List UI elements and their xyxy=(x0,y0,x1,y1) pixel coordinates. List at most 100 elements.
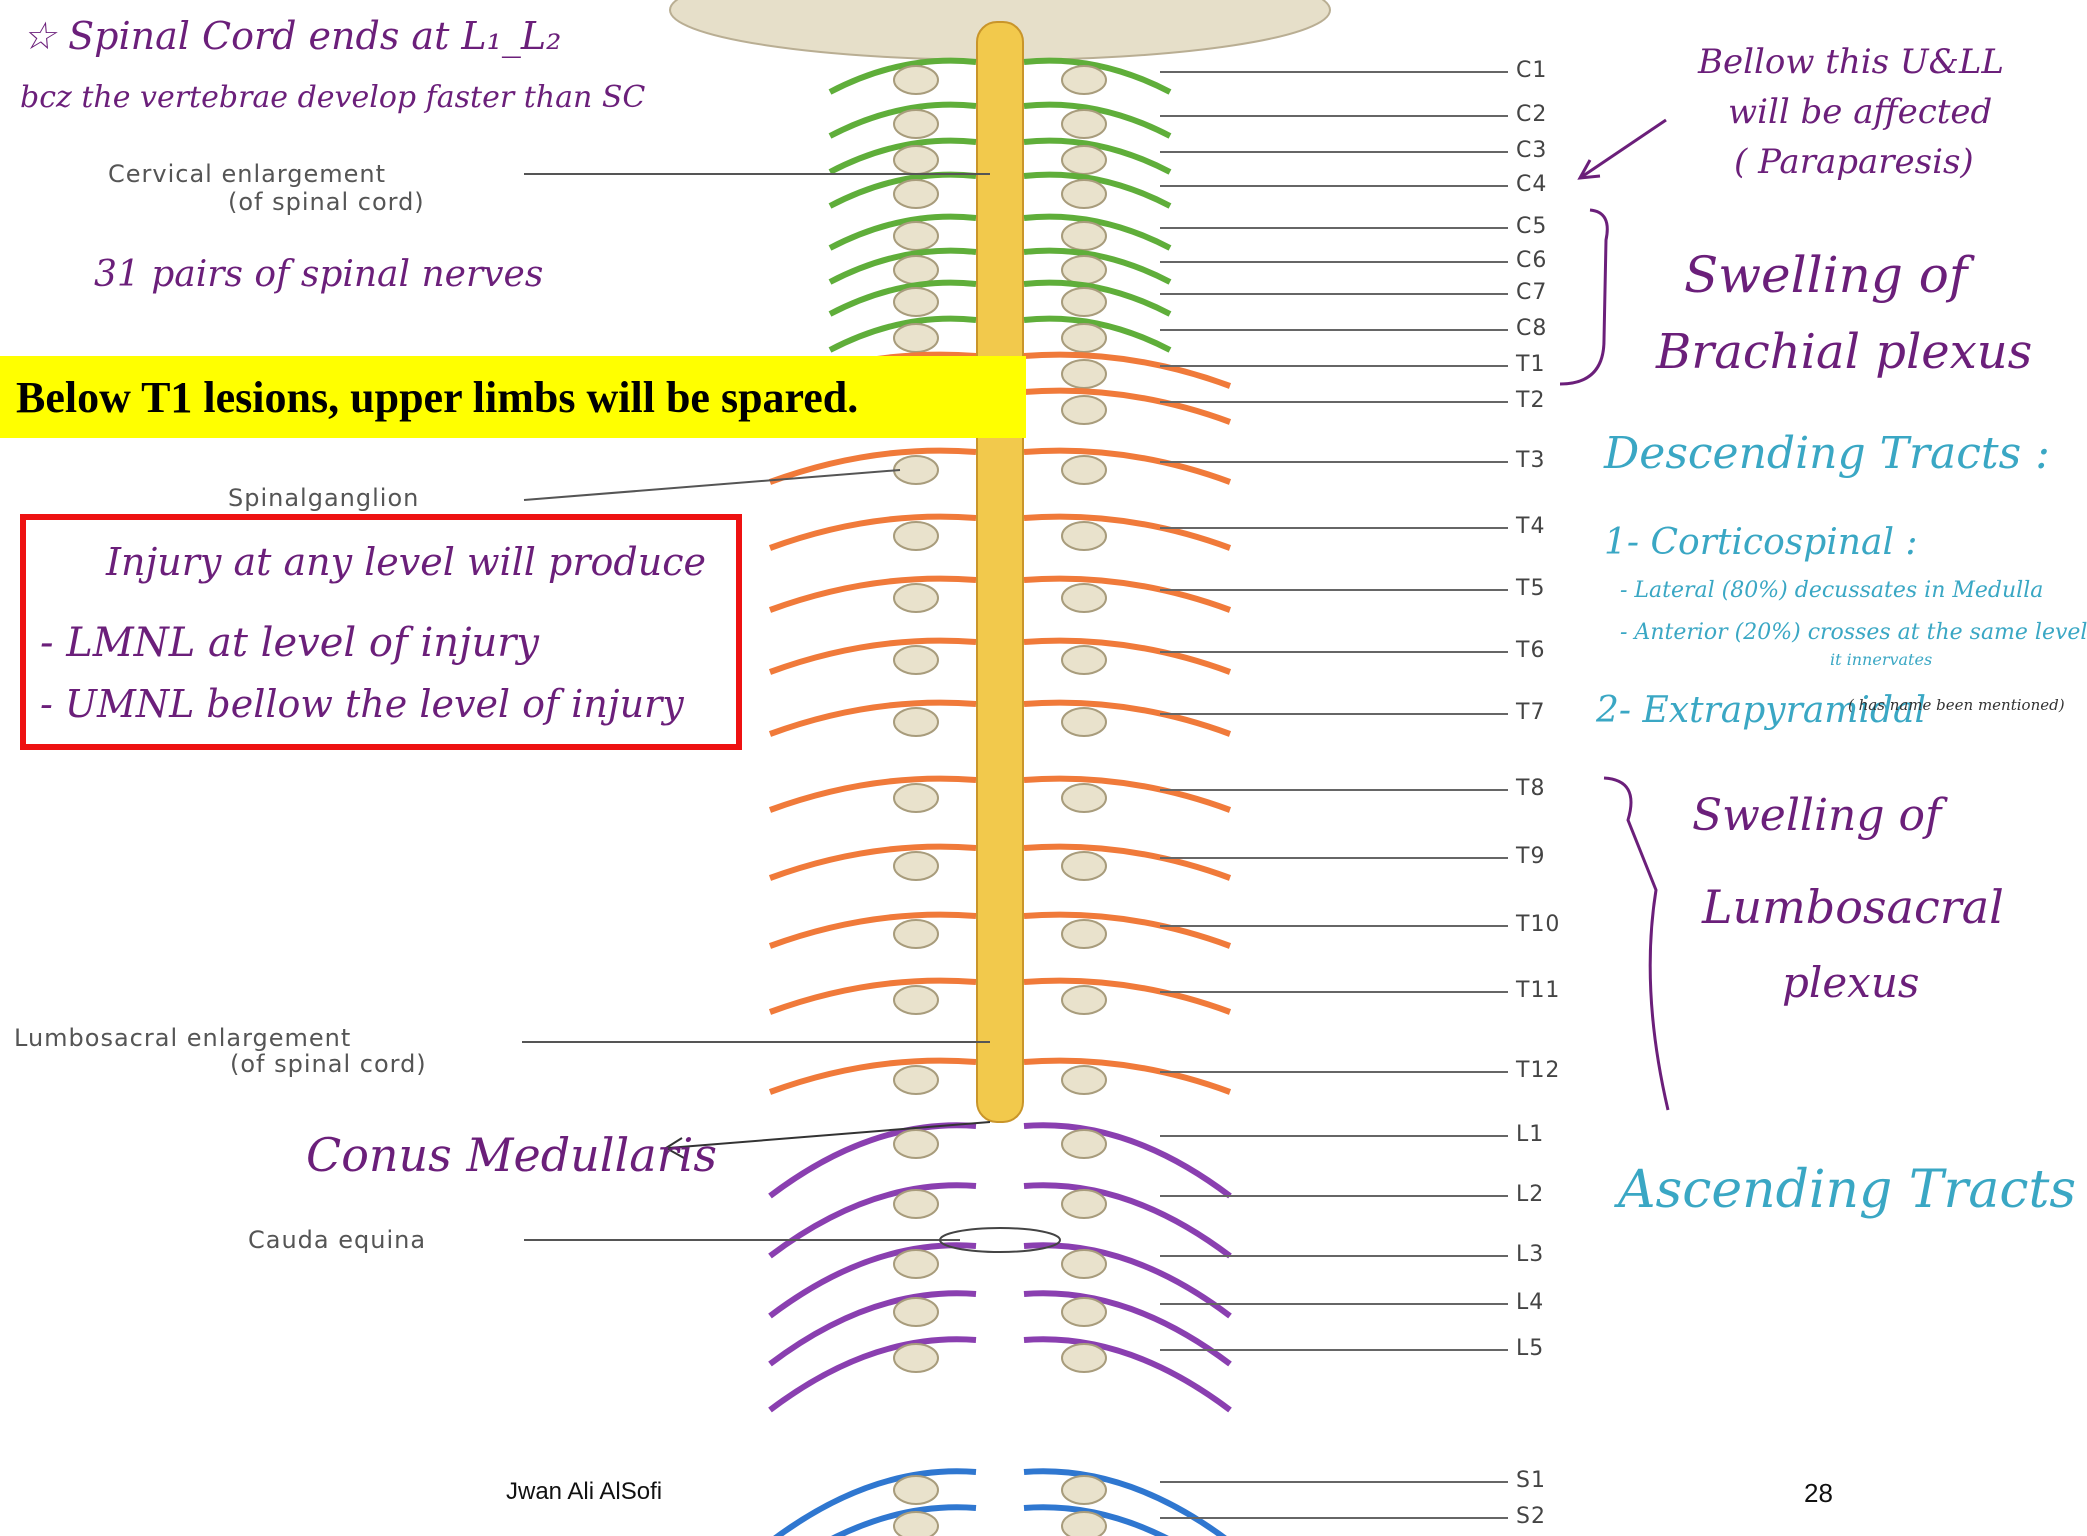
tract-extrapyramidal: 2- Extrapyramidal xyxy=(1596,690,1926,731)
nerve-t10-left xyxy=(768,911,977,949)
nerve-c6-left xyxy=(828,247,977,285)
brace-lumbosacral xyxy=(1603,776,1670,1111)
ganglion-c4-right xyxy=(1061,179,1107,209)
page-number: 28 xyxy=(1804,1478,1833,1508)
level-label-t9: T9 xyxy=(1516,844,1546,869)
nerve-l3-right xyxy=(1023,1242,1232,1319)
level-label-c1: C1 xyxy=(1516,58,1548,83)
ganglion-c4-left xyxy=(893,179,939,209)
nerve-c2-right xyxy=(1023,101,1172,139)
nerve-t12-left xyxy=(768,1057,977,1095)
nerve-t11-right xyxy=(1023,977,1232,1015)
nerve-c3-right xyxy=(1023,137,1172,175)
ganglion-c1-left xyxy=(893,65,939,95)
note-brachial-1: Swelling of xyxy=(1684,246,1968,304)
nerve-c5-left xyxy=(828,213,977,251)
level-label-l1: L1 xyxy=(1516,1122,1545,1147)
nerve-l1-right xyxy=(1023,1122,1232,1199)
tract-descending: Descending Tracts : xyxy=(1604,428,2050,479)
label-spinal-ganglion: Spinalganglion xyxy=(228,484,420,512)
level-label-t4: T4 xyxy=(1516,514,1546,539)
ganglion-l5-right xyxy=(1061,1343,1107,1373)
ganglion-t10-right xyxy=(1061,919,1107,949)
tract-corticospinal: 1- Corticospinal : xyxy=(1604,522,1918,563)
ganglion-t2-right xyxy=(1061,395,1107,425)
ganglion-c2-left xyxy=(893,109,939,139)
arrowhead-bellow xyxy=(1577,159,1601,180)
level-label-t6: T6 xyxy=(1516,638,1546,663)
level-label-c5: C5 xyxy=(1516,214,1548,239)
note-31-pairs: 31 pairs of spinal nerves xyxy=(94,254,544,295)
level-label-t8: T8 xyxy=(1516,776,1546,801)
nerve-l2-left xyxy=(768,1182,977,1259)
nerve-s2-right xyxy=(1023,1504,1169,1536)
note-bellow-3: ( Paraparesis) xyxy=(1734,142,1974,182)
ganglion-s1-right xyxy=(1061,1475,1107,1505)
nerve-c1-left xyxy=(828,57,977,95)
injury-box: Injury at any level will produce - LMNL … xyxy=(20,514,742,750)
ganglion-c8-right xyxy=(1061,323,1107,353)
ganglion-t3-left xyxy=(893,455,939,485)
leader-ganglion xyxy=(523,469,901,501)
level-label-t7: T7 xyxy=(1516,700,1546,725)
nerve-c6-right xyxy=(1023,247,1172,285)
ganglion-l4-left xyxy=(893,1297,939,1327)
ganglion-l4-right xyxy=(1061,1297,1107,1327)
ganglion-c5-right xyxy=(1061,221,1107,251)
ganglion-c5-left xyxy=(893,221,939,251)
level-label-c7: C7 xyxy=(1516,280,1548,305)
nerve-c7-left xyxy=(828,279,977,317)
note-conus: Conus Medullaris xyxy=(306,1128,717,1182)
ganglion-t1-right xyxy=(1061,359,1107,389)
ganglion-t11-left xyxy=(893,985,939,1015)
spinal-cord xyxy=(976,21,1024,1123)
ganglion-l3-right xyxy=(1061,1249,1107,1279)
level-label-t11: T11 xyxy=(1516,978,1561,1003)
ganglion-l5-left xyxy=(893,1343,939,1373)
nerve-t6-left xyxy=(768,637,977,675)
injury-line-2: - LMNL at level of injury xyxy=(40,620,539,666)
ganglion-l1-left xyxy=(893,1129,939,1159)
nerve-t7-right xyxy=(1023,699,1232,737)
nerve-c1-right xyxy=(1023,57,1172,95)
note-brachial-2: Brachial plexus xyxy=(1656,324,2033,380)
injury-line-3: - UMNL bellow the level of injury xyxy=(40,682,684,726)
nerve-t11-left xyxy=(768,977,977,1015)
nerve-t6-right xyxy=(1023,637,1232,675)
nerve-c3-left xyxy=(828,137,977,175)
ganglion-t4-left xyxy=(893,521,939,551)
ganglion-c8-left xyxy=(893,323,939,353)
nerve-t8-left xyxy=(768,775,977,813)
ganglion-t5-right xyxy=(1061,583,1107,613)
spinal-nerves xyxy=(768,57,1232,1536)
nerve-t5-right xyxy=(1023,575,1232,613)
level-label-c3: C3 xyxy=(1516,138,1548,163)
nerve-c5-right xyxy=(1023,213,1172,251)
label-lumbosacral-2: (of spinal cord) xyxy=(230,1050,427,1078)
arrowhead-conus xyxy=(664,1137,685,1159)
nerve-t3-left xyxy=(768,447,977,485)
level-label-c6: C6 xyxy=(1516,248,1548,273)
nerve-l4-right xyxy=(1023,1290,1232,1367)
level-label-l2: L2 xyxy=(1516,1182,1545,1207)
nerve-t9-right xyxy=(1023,843,1232,881)
level-label-c4: C4 xyxy=(1516,172,1548,197)
ganglion-c3-right xyxy=(1061,145,1107,175)
level-label-t10: T10 xyxy=(1516,912,1561,937)
ganglion-t10-left xyxy=(893,919,939,949)
note-lumbo-3: plexus xyxy=(1782,958,1920,1007)
ganglion-s1-left xyxy=(893,1475,939,1505)
nerve-t5-left xyxy=(768,575,977,613)
nerve-t4-left xyxy=(768,513,977,551)
nerve-c8-left xyxy=(828,315,977,353)
level-leader-lines xyxy=(1160,71,1508,1519)
tract-extrapyramidal-note: ( has name been mentioned) xyxy=(1848,696,2065,714)
ganglion-s2-left xyxy=(893,1511,939,1536)
nerve-c4-right xyxy=(1023,171,1172,209)
ganglion-c7-left xyxy=(893,287,939,317)
arrow-conus xyxy=(667,1121,991,1149)
level-label-t2: T2 xyxy=(1516,388,1546,413)
nerve-l4-left xyxy=(768,1290,977,1367)
nerve-c7-right xyxy=(1023,279,1172,317)
